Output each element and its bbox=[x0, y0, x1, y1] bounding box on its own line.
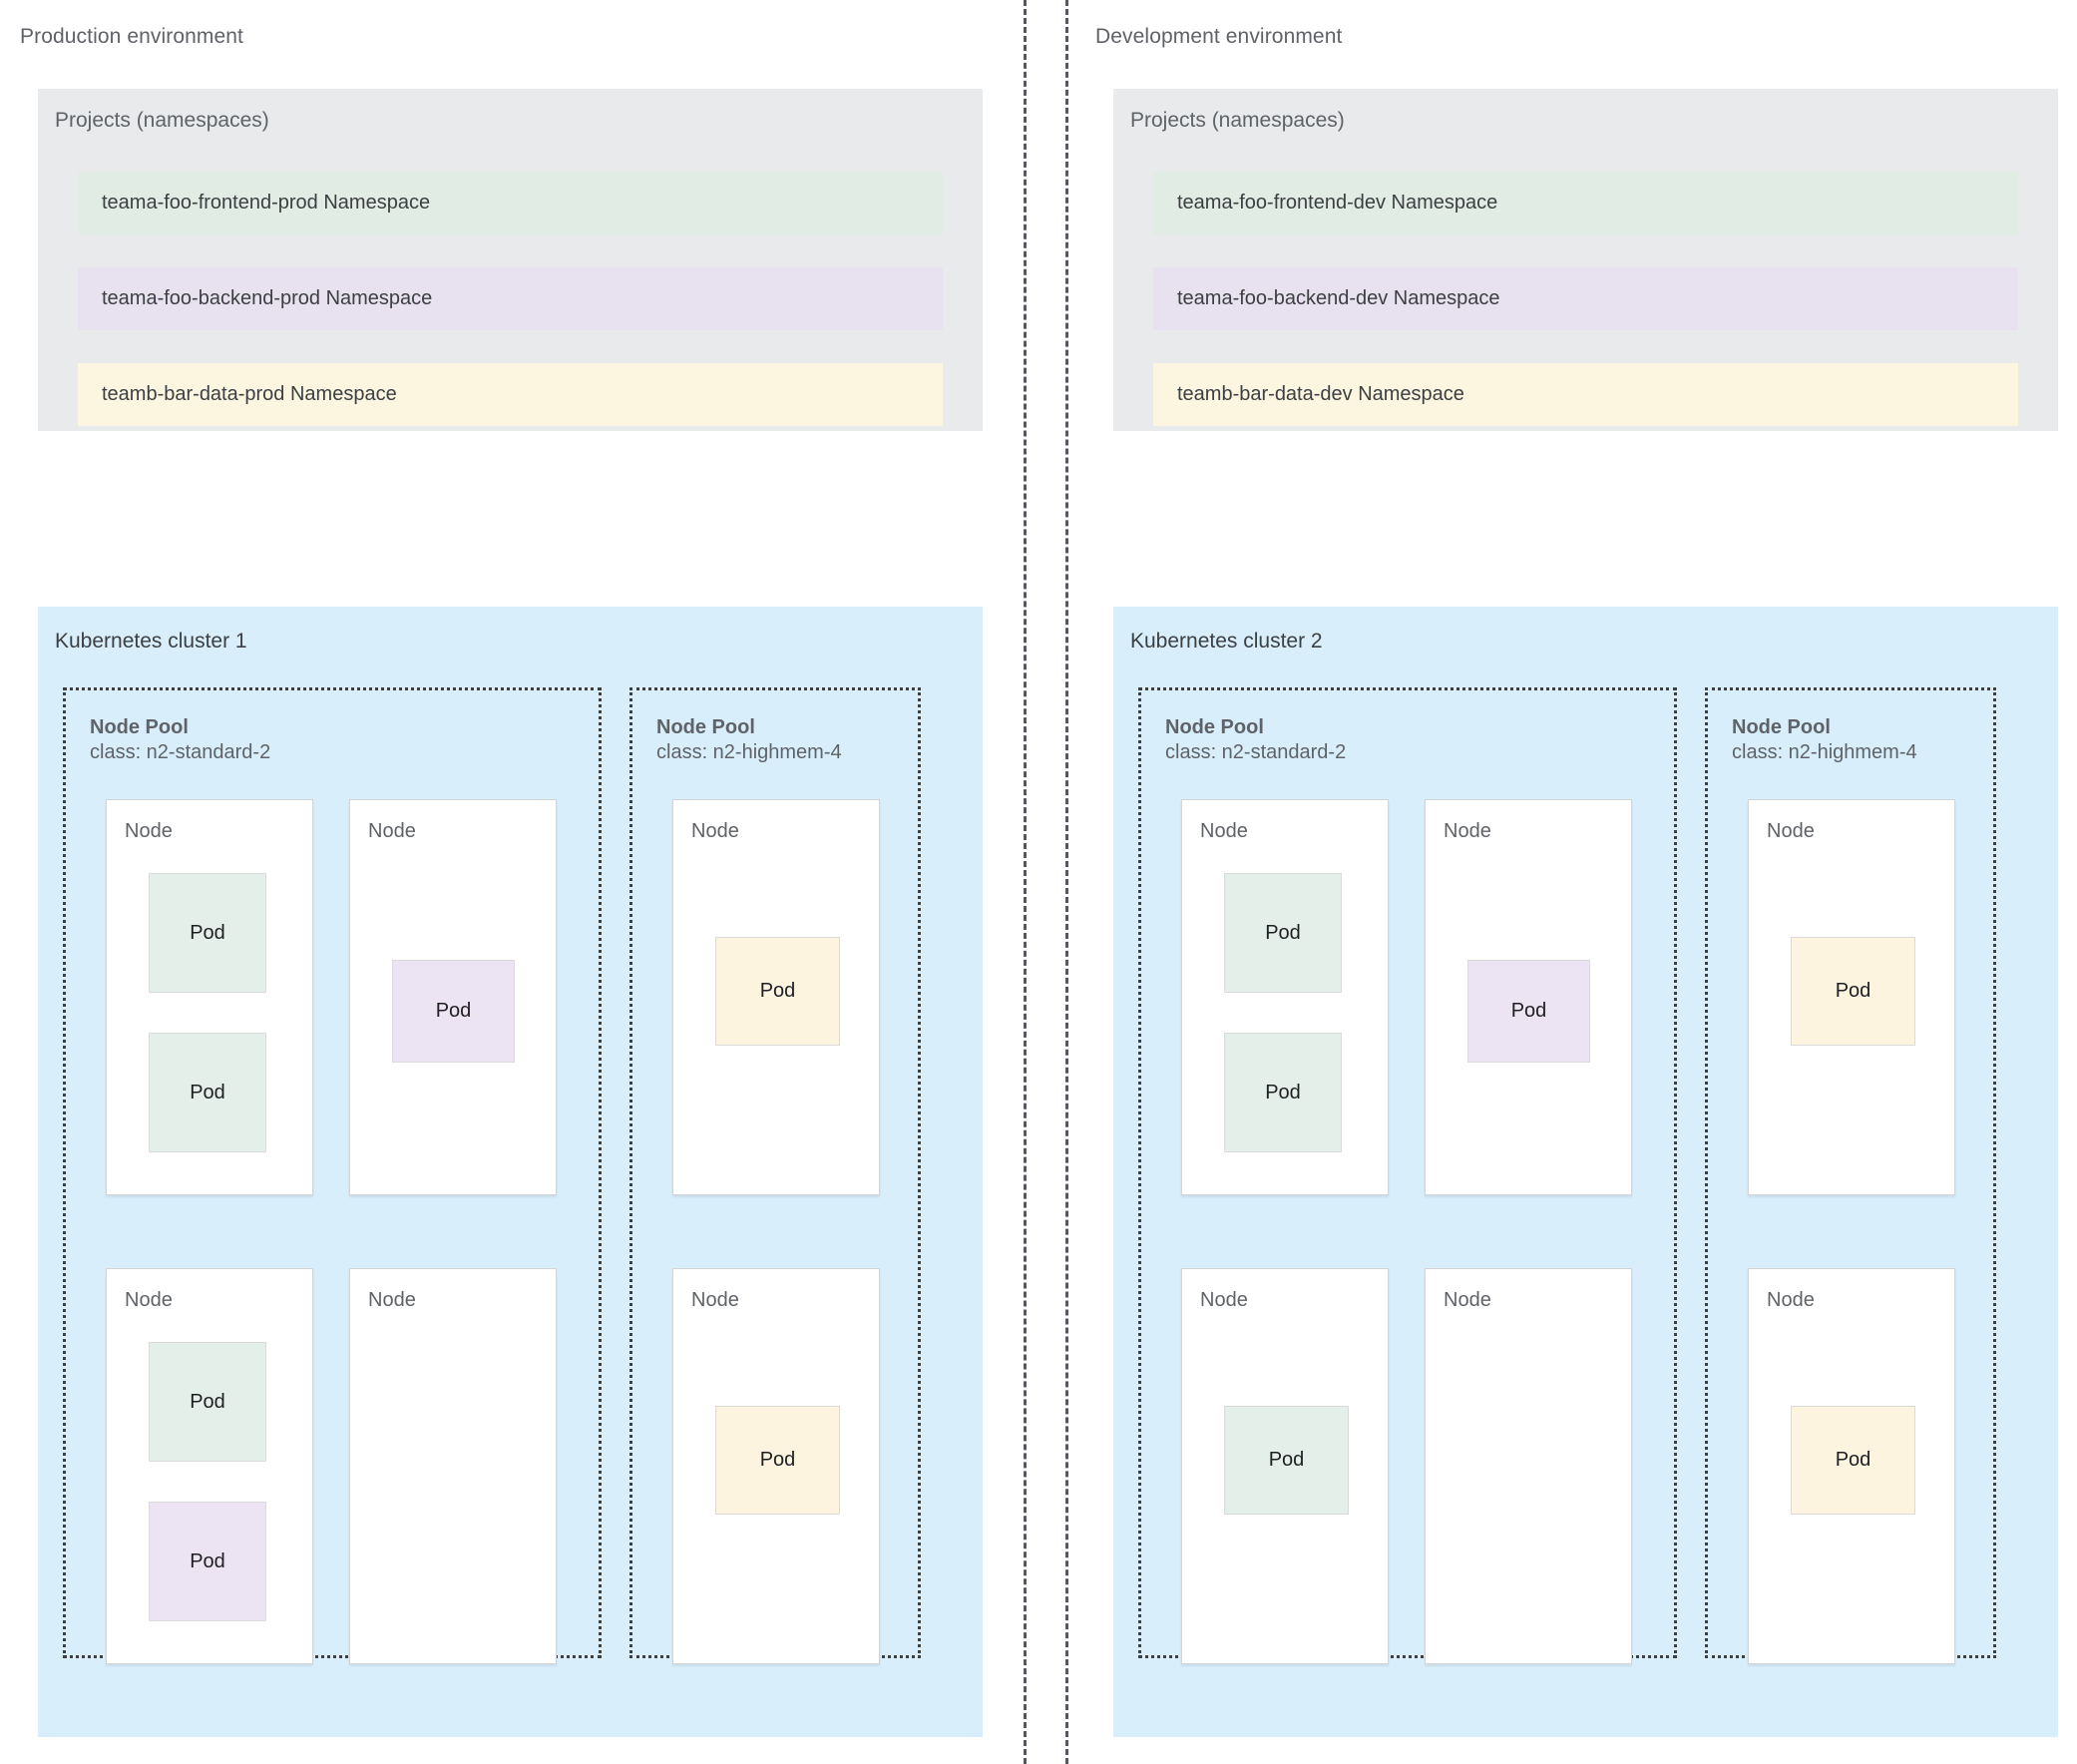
cluster-panel-2: Kubernetes cluster 2 Node Pool class: n2… bbox=[1113, 607, 2058, 1737]
node-pool-name: Node Pool bbox=[1732, 716, 1831, 738]
projects-title-production: Projects (namespaces) bbox=[55, 109, 269, 132]
node-box[interactable]: Node Pod bbox=[1748, 1268, 1955, 1664]
node-pool-highmem-cluster1: Node Pool class: n2-highmem-4 Node Pod N… bbox=[629, 687, 921, 1664]
node-pool-header: Node Pool class: n2-highmem-4 bbox=[656, 715, 842, 765]
namespace-row[interactable]: teama-foo-frontend-prod Namespace bbox=[78, 172, 943, 234]
node-box[interactable]: Node Pod bbox=[1748, 799, 1955, 1195]
pod-box[interactable]: Pod bbox=[715, 937, 840, 1046]
node-label: Node bbox=[1200, 1289, 1248, 1311]
pod-box[interactable]: Pod bbox=[149, 1033, 266, 1152]
node-box[interactable]: Node bbox=[349, 1268, 557, 1664]
node-pool-header: Node Pool class: n2-standard-2 bbox=[90, 715, 270, 765]
node-label: Node bbox=[368, 1289, 416, 1311]
node-label: Node bbox=[1444, 820, 1491, 842]
node-grid: Node Pod Pod Node Pod Node Pod Node bbox=[1181, 799, 1674, 1664]
node-pool-highmem-cluster2: Node Pool class: n2-highmem-4 Node Pod N… bbox=[1705, 687, 1996, 1664]
node-pool-header: Node Pool class: n2-standard-2 bbox=[1165, 715, 1346, 765]
node-box[interactable]: Node Pod bbox=[672, 1268, 880, 1664]
node-label: Node bbox=[1767, 820, 1815, 842]
pod-box[interactable]: Pod bbox=[1791, 1406, 1915, 1515]
node-box[interactable]: Node bbox=[1425, 1268, 1632, 1664]
namespace-row[interactable]: teama-foo-frontend-dev Namespace bbox=[1153, 172, 2018, 234]
node-label: Node bbox=[368, 820, 416, 842]
pod-box[interactable]: Pod bbox=[149, 1342, 266, 1462]
projects-panel-production: Projects (namespaces) teama-foo-frontend… bbox=[38, 89, 983, 431]
pod-box[interactable]: Pod bbox=[1224, 873, 1342, 993]
node-pool-standard-cluster2: Node Pool class: n2-standard-2 Node Pod … bbox=[1138, 687, 1677, 1664]
node-box[interactable]: Node Pod Pod bbox=[106, 799, 313, 1195]
node-pool-class: class: n2-highmem-4 bbox=[656, 741, 842, 763]
node-label: Node bbox=[125, 820, 173, 842]
namespace-row[interactable]: teama-foo-backend-prod Namespace bbox=[78, 267, 943, 330]
node-pool-standard-cluster1: Node Pool class: n2-standard-2 Node Pod … bbox=[63, 687, 602, 1664]
environment-title-production: Production environment bbox=[20, 25, 243, 48]
node-pool-class: class: n2-standard-2 bbox=[1165, 741, 1347, 763]
namespace-row[interactable]: teamb-bar-data-prod Namespace bbox=[78, 363, 943, 426]
node-box[interactable]: Node Pod bbox=[1181, 1268, 1389, 1664]
node-label: Node bbox=[691, 1289, 739, 1311]
namespace-list-production: teama-foo-frontend-prod Namespace teama-… bbox=[78, 172, 943, 426]
node-box[interactable]: Node Pod Pod bbox=[1181, 799, 1389, 1195]
node-pool-class: class: n2-standard-2 bbox=[90, 741, 271, 763]
node-label: Node bbox=[125, 1289, 173, 1311]
environment-divider-line-right bbox=[1065, 0, 1068, 1764]
namespace-row[interactable]: teama-foo-backend-dev Namespace bbox=[1153, 267, 2018, 330]
node-label: Node bbox=[691, 820, 739, 842]
node-box[interactable]: Node Pod bbox=[1425, 799, 1632, 1195]
projects-title-development: Projects (namespaces) bbox=[1130, 109, 1345, 132]
pod-box[interactable]: Pod bbox=[149, 1502, 266, 1621]
node-label: Node bbox=[1767, 1289, 1815, 1311]
pod-box[interactable]: Pod bbox=[715, 1406, 840, 1515]
node-pool-class: class: n2-highmem-4 bbox=[1732, 741, 1917, 763]
environment-title-development: Development environment bbox=[1095, 25, 1343, 48]
pod-box[interactable]: Pod bbox=[1467, 960, 1590, 1063]
environment-divider-line-left bbox=[1024, 0, 1027, 1764]
namespace-list-development: teama-foo-frontend-dev Namespace teama-f… bbox=[1153, 172, 2018, 426]
cluster-title-2: Kubernetes cluster 2 bbox=[1130, 630, 1323, 653]
cluster-panel-1: Kubernetes cluster 1 Node Pool class: n2… bbox=[38, 607, 983, 1737]
node-grid: Node Pod Pod Node Pod Node Pod Pod bbox=[106, 799, 599, 1664]
pod-box[interactable]: Pod bbox=[149, 873, 266, 993]
node-pool-header: Node Pool class: n2-highmem-4 bbox=[1732, 715, 1917, 765]
projects-panel-development: Projects (namespaces) teama-foo-frontend… bbox=[1113, 89, 2058, 431]
node-pool-name: Node Pool bbox=[1165, 716, 1264, 738]
node-label: Node bbox=[1200, 820, 1248, 842]
environment-development: Development environment Projects (namesp… bbox=[1075, 0, 2077, 1764]
node-box[interactable]: Node Pod bbox=[349, 799, 557, 1195]
node-pool-name: Node Pool bbox=[656, 716, 755, 738]
node-box[interactable]: Node Pod bbox=[672, 799, 880, 1195]
environment-production: Production environment Projects (namespa… bbox=[0, 0, 1002, 1764]
node-pool-name: Node Pool bbox=[90, 716, 189, 738]
node-grid: Node Pod Node Pod bbox=[1748, 799, 1993, 1664]
pod-box[interactable]: Pod bbox=[392, 960, 515, 1063]
cluster-title-1: Kubernetes cluster 1 bbox=[55, 630, 247, 653]
node-grid: Node Pod Node Pod bbox=[672, 799, 918, 1664]
pod-box[interactable]: Pod bbox=[1224, 1406, 1349, 1515]
node-label: Node bbox=[1444, 1289, 1491, 1311]
namespace-row[interactable]: teamb-bar-data-dev Namespace bbox=[1153, 363, 2018, 426]
node-box[interactable]: Node Pod Pod bbox=[106, 1268, 313, 1664]
pod-box[interactable]: Pod bbox=[1791, 937, 1915, 1046]
pod-box[interactable]: Pod bbox=[1224, 1033, 1342, 1152]
